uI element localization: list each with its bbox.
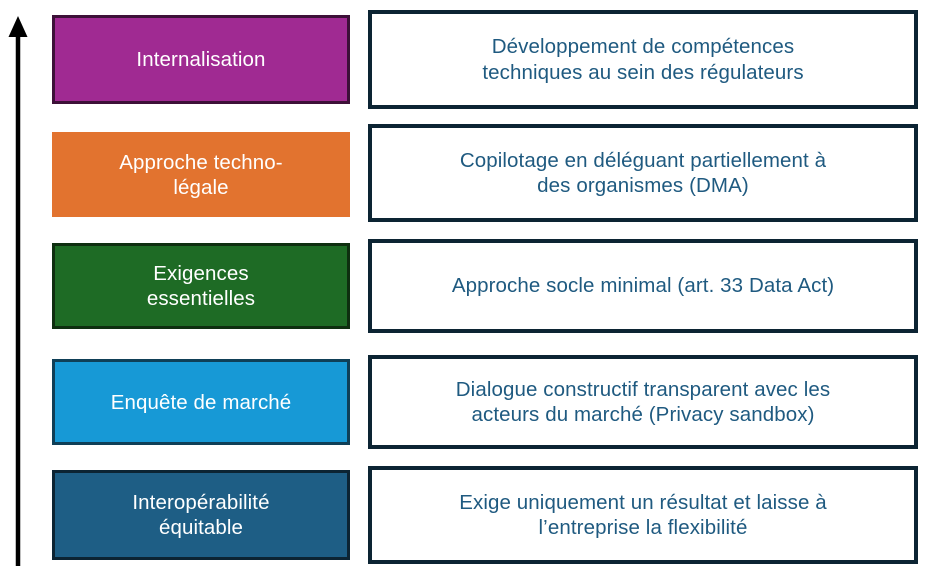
stage-label: Approche techno- légale [119, 150, 283, 199]
stage-label: Exigences essentielles [146, 262, 256, 310]
description-text: Approche socle minimal (art. 33 Data Act… [451, 274, 835, 298]
description-box-exigences-essentielles[interactable]: Approche socle minimal (art. 33 Data Act… [368, 239, 918, 333]
stage-box-approche-techno-legale[interactable]: Approche techno- légale [52, 132, 350, 217]
description-box-enquete-de-marche[interactable]: Dialogue constructif transparent avec le… [368, 355, 918, 449]
stage-box-enquete-de-marche[interactable]: Enquête de marché [52, 359, 350, 445]
description-text: Développement de compétences techniques … [482, 35, 804, 84]
stage-box-exigences-essentielles[interactable]: Exigences essentielles [52, 243, 350, 329]
description-box-interoperabilite-equitable[interactable]: Exige uniquement un résultat et laisse à… [368, 466, 918, 564]
stage-label: Internalisation [136, 48, 266, 71]
stage-label: Interopérabilité équitable [132, 491, 270, 539]
description-text: Copilotage en déléguant partiellement à … [459, 148, 827, 197]
description-box-internalisation[interactable]: Développement de compétences techniques … [368, 10, 918, 109]
stage-label: Enquête de marché [110, 390, 292, 414]
upward-progression-arrow-icon [8, 16, 28, 566]
description-text: Dialogue constructif transparent avec le… [455, 377, 831, 426]
description-box-approche-techno-legale[interactable]: Copilotage en déléguant partiellement à … [368, 124, 918, 222]
description-text: Exige uniquement un résultat et laisse à… [459, 490, 827, 539]
stage-box-interoperabilite-equitable[interactable]: Interopérabilité équitable [52, 470, 350, 560]
stage-box-internalisation[interactable]: Internalisation [52, 15, 350, 104]
